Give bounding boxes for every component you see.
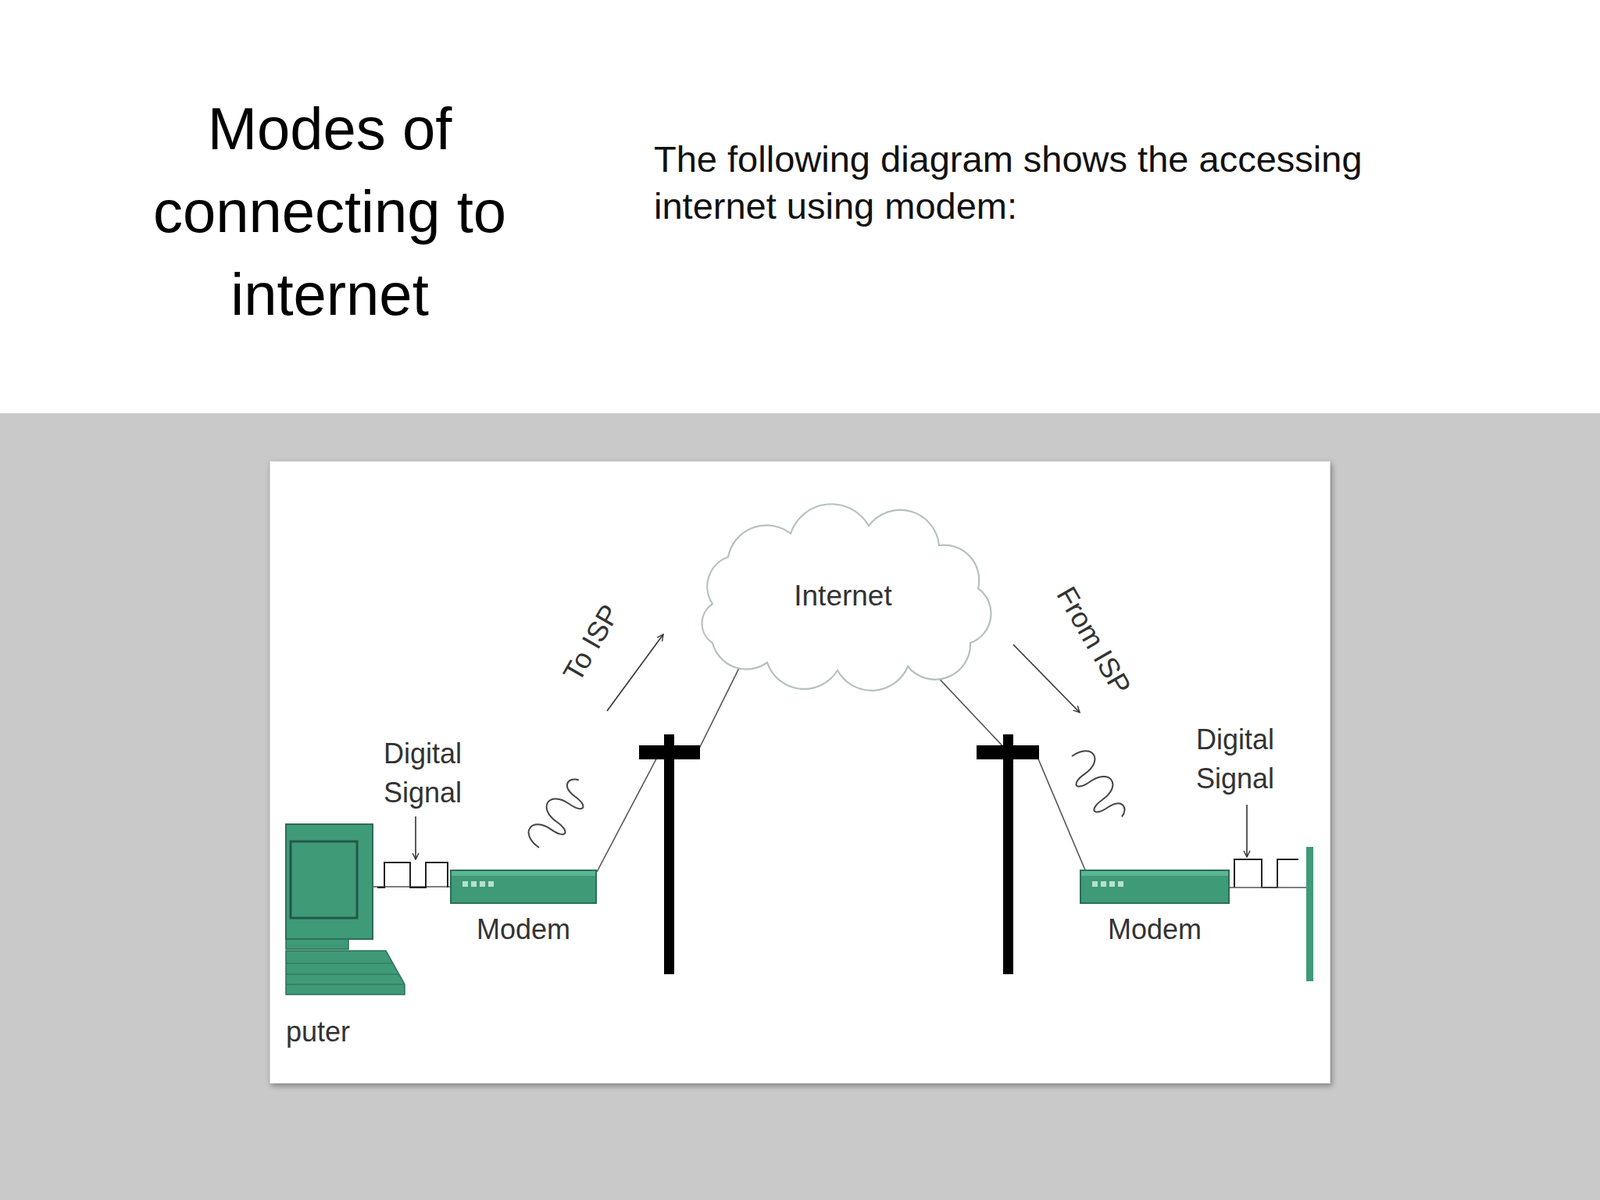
square-wave — [1234, 859, 1299, 888]
direction-label: To ISP — [556, 599, 626, 688]
telephone-pole — [1003, 734, 1014, 975]
keyboard-keys — [285, 963, 404, 985]
direction-arrow — [1013, 644, 1080, 713]
slide-title: Modes of connecting to internet — [95, 87, 565, 336]
modem-highlight — [451, 871, 596, 876]
square-wave — [377, 862, 448, 888]
leader-arrow — [1246, 804, 1248, 858]
signal-label: Digital Signal — [383, 734, 486, 813]
signal-label: Digital Signal — [1196, 720, 1298, 799]
modem-light — [471, 881, 477, 887]
modem-box: Modem — [450, 869, 597, 904]
analog-wave — [523, 772, 595, 855]
modem-light — [479, 881, 486, 887]
cable-line — [1229, 886, 1307, 889]
leader-arrow — [414, 816, 417, 860]
modem-light — [1092, 881, 1098, 887]
monitor-stand — [285, 939, 349, 950]
keyboard — [285, 950, 405, 995]
computer-label: puter — [285, 1015, 350, 1049]
modem-box: Modem — [1079, 869, 1230, 904]
telephone-pole — [664, 734, 675, 975]
internet-cloud: Internet — [681, 510, 1005, 682]
modem-light — [488, 881, 494, 887]
slide-caption: The following diagram shows the accessin… — [653, 135, 1451, 230]
computer-icon: puter — [285, 824, 373, 940]
direction-label: From ISP — [1050, 581, 1138, 701]
monitor-screen — [290, 841, 358, 918]
modem-light — [1109, 881, 1115, 887]
modem-light — [1100, 881, 1107, 887]
computer-drawing — [285, 824, 411, 997]
modem-label: Modem — [1107, 913, 1202, 947]
analog-wave — [1060, 745, 1133, 828]
modem-light — [1117, 881, 1124, 887]
pole-crossbar — [976, 745, 1040, 760]
direction-arrow — [607, 634, 664, 711]
modem-light — [462, 881, 468, 887]
computer-edge — [1306, 846, 1314, 982]
modem-highlight — [1081, 871, 1229, 876]
modem-label: Modem — [476, 913, 571, 947]
pole-crossbar — [639, 745, 700, 760]
monitor-body — [285, 824, 373, 940]
cloud-shape — [702, 503, 992, 691]
cloud-label: Internet — [793, 579, 892, 613]
